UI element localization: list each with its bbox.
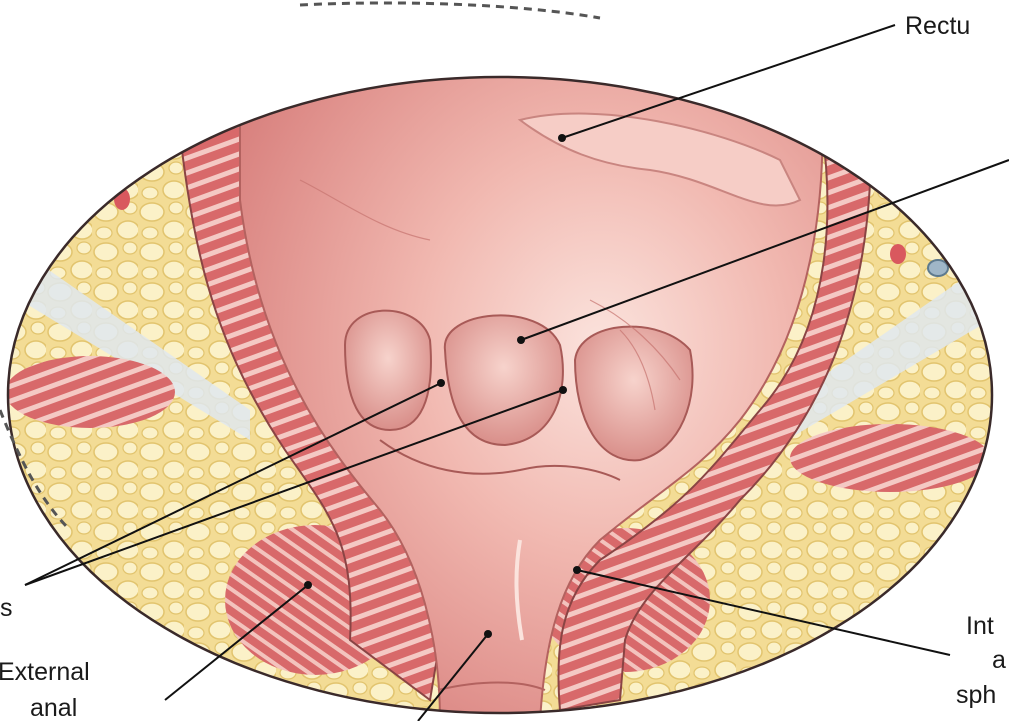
- vessel: [890, 244, 906, 264]
- vessel: [928, 260, 948, 276]
- left-levator-muscle: [5, 356, 175, 428]
- right-levator-muscle: [790, 424, 990, 492]
- label-external-line1: External: [0, 658, 90, 686]
- label-plural-s: s: [0, 594, 13, 622]
- dashed-connector-top: [300, 3, 600, 18]
- label-internal-line2: a: [992, 646, 1006, 674]
- label-internal-line1: Int: [966, 612, 994, 640]
- inset-view: [0, 60, 1009, 721]
- label-external-line2: anal: [30, 694, 77, 721]
- label-internal-line3: sph: [956, 681, 996, 709]
- label-rectum: Rectu: [905, 12, 970, 40]
